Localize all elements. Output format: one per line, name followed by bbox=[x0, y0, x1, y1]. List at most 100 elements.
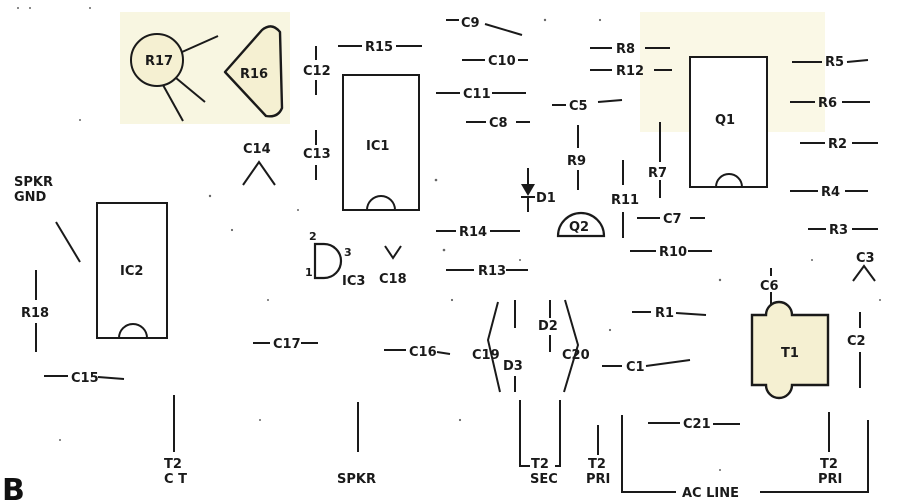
ic3-regulator: 2 3 1 IC3 bbox=[305, 230, 365, 289]
label-c6: C6 bbox=[760, 279, 779, 294]
label-r10: R10 bbox=[659, 245, 687, 260]
c17-capacitor: C17 bbox=[253, 337, 318, 352]
r10-resistor: R10 bbox=[630, 245, 712, 260]
c11-capacitor: C11 bbox=[436, 87, 526, 102]
label-c11: C11 bbox=[463, 87, 491, 102]
r7-resistor: R7 bbox=[648, 122, 667, 198]
t1-transformer: T1 bbox=[750, 300, 830, 400]
spkr-terminal: SPKR bbox=[337, 402, 376, 487]
label-c2: C2 bbox=[847, 334, 866, 349]
c6-capacitor: C6 bbox=[760, 268, 779, 304]
label-c13: C13 bbox=[303, 147, 331, 162]
ac-line-terminal: AC LINE bbox=[621, 415, 869, 500]
label-c17: C17 bbox=[273, 337, 301, 352]
label-r14: R14 bbox=[459, 225, 487, 240]
r16-trimmer: R16 bbox=[223, 25, 284, 118]
r8-resistor: R8 bbox=[590, 42, 670, 57]
label-r4: R4 bbox=[821, 185, 840, 200]
label-c14: C14 bbox=[243, 142, 271, 157]
r18-resistor: R18 bbox=[21, 270, 49, 352]
t2-ct-terminal: T2 C T bbox=[164, 395, 187, 487]
label-t1: T1 bbox=[781, 346, 799, 361]
d1-diode: D1 bbox=[521, 168, 556, 212]
label-ic2: IC2 bbox=[120, 264, 143, 279]
ic1-chip: IC1 bbox=[342, 74, 420, 211]
c19-capacitor: C19 bbox=[472, 301, 501, 393]
r2-resistor: R2 bbox=[800, 137, 878, 152]
r3-resistor: R3 bbox=[808, 223, 878, 238]
label-c18: C18 bbox=[379, 272, 407, 287]
label-c1: C1 bbox=[626, 360, 645, 375]
label-r1: R1 bbox=[655, 306, 674, 321]
r11-resistor: R11 bbox=[611, 160, 639, 238]
label-c19: C19 bbox=[472, 348, 500, 363]
r17-potentiometer: R17 bbox=[130, 33, 219, 122]
c5-capacitor: C5 bbox=[552, 99, 623, 114]
label-r2: R2 bbox=[828, 137, 847, 152]
r13-resistor: R13 bbox=[446, 264, 528, 279]
r4-resistor: R4 bbox=[790, 185, 868, 200]
scan-speckle bbox=[17, 7, 881, 471]
c12-capacitor: C12 bbox=[303, 46, 331, 95]
t2-ct-line2: C T bbox=[164, 472, 187, 487]
label-r3: R3 bbox=[829, 223, 848, 238]
t2-pri-left-line1: T2 bbox=[588, 457, 606, 472]
t2-sec-line1: T2 bbox=[531, 457, 549, 472]
spkr-gnd-terminal: SPKR GND bbox=[14, 175, 81, 263]
q1-transistor: Q1 bbox=[689, 56, 768, 188]
label-r8: R8 bbox=[616, 42, 635, 57]
ic2-chip: IC2 bbox=[96, 202, 168, 339]
label-r5: R5 bbox=[825, 55, 844, 70]
label-c16: C16 bbox=[409, 345, 437, 360]
t2-sec-line2: SEC bbox=[530, 472, 558, 487]
c10-capacitor: C10 bbox=[462, 54, 528, 69]
r14-resistor: R14 bbox=[436, 225, 520, 240]
spkr-gnd-label-line1: SPKR bbox=[14, 175, 53, 190]
label-q2: Q2 bbox=[569, 220, 589, 235]
t2-pri-left-terminal: T2 PRI bbox=[586, 425, 610, 487]
r5-resistor: R5 bbox=[792, 55, 869, 70]
label-c8: C8 bbox=[489, 116, 508, 131]
label-c7: C7 bbox=[663, 212, 682, 227]
label-c20: C20 bbox=[562, 348, 590, 363]
label-c21: C21 bbox=[683, 417, 711, 432]
spkr-label: SPKR bbox=[337, 472, 376, 487]
c9-capacitor: C9 bbox=[446, 16, 523, 36]
r1-resistor: R1 bbox=[632, 306, 707, 321]
c16-capacitor: C16 bbox=[384, 345, 451, 360]
label-r17: R17 bbox=[145, 54, 173, 69]
c2-capacitor: C2 bbox=[847, 312, 866, 388]
spkr-gnd-label-line2: GND bbox=[14, 190, 47, 205]
ic3-pin-2: 2 bbox=[309, 230, 317, 243]
label-r6: R6 bbox=[818, 96, 837, 111]
t2-pri-right-terminal: T2 PRI bbox=[818, 412, 842, 487]
d3-diode: D3 bbox=[503, 300, 523, 392]
c21-capacitor: C21 bbox=[648, 417, 740, 432]
label-c5: C5 bbox=[569, 99, 588, 114]
label-ic3: IC3 bbox=[342, 274, 365, 289]
ic3-pin-3: 3 bbox=[344, 246, 352, 259]
c1-capacitor: C1 bbox=[602, 359, 691, 375]
label-r11: R11 bbox=[611, 193, 639, 208]
label-c3: C3 bbox=[856, 251, 875, 266]
c13-capacitor: C13 bbox=[303, 130, 331, 180]
label-r7: R7 bbox=[648, 166, 667, 181]
r6-resistor: R6 bbox=[790, 96, 870, 111]
t2-pri-left-line2: PRI bbox=[586, 472, 610, 487]
c7-capacitor: C7 bbox=[637, 212, 705, 227]
label-c15: C15 bbox=[71, 371, 99, 386]
c14-capacitor: C14 bbox=[242, 142, 276, 186]
t2-pri-right-line1: T2 bbox=[820, 457, 838, 472]
label-c9: C9 bbox=[461, 16, 480, 31]
label-r15: R15 bbox=[365, 40, 393, 55]
label-q1: Q1 bbox=[715, 113, 735, 128]
d2-diode: D2 bbox=[538, 300, 558, 352]
ac-line-label: AC LINE bbox=[682, 486, 739, 500]
t2-sec-terminal: T2 SEC bbox=[519, 400, 561, 487]
c3-capacitor: C3 bbox=[852, 251, 876, 282]
q2-transistor: Q2 bbox=[556, 211, 606, 238]
c8-capacitor: C8 bbox=[466, 116, 530, 131]
label-r16: R16 bbox=[240, 67, 268, 82]
label-r9: R9 bbox=[567, 154, 586, 169]
